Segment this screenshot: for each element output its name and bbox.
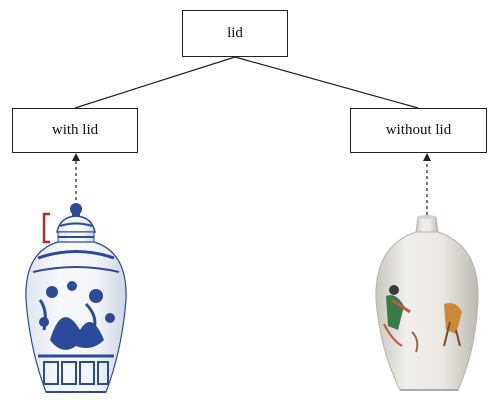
node-without-lid: without lid	[350, 108, 487, 153]
node-with-lid: with lid	[12, 108, 138, 153]
edge-root-to-without-lid	[234, 56, 419, 109]
arrowhead-without-lid	[423, 153, 431, 161]
edge-root-to-with-lid	[74, 56, 236, 109]
node-with-lid-label: with lid	[51, 122, 99, 138]
node-lid: lid	[182, 10, 288, 57]
node-without-lid-label: without lid	[385, 122, 452, 138]
lid-marker-bracket	[42, 212, 50, 244]
arrowhead-with-lid	[72, 153, 80, 161]
node-lid-label: lid	[227, 25, 243, 41]
